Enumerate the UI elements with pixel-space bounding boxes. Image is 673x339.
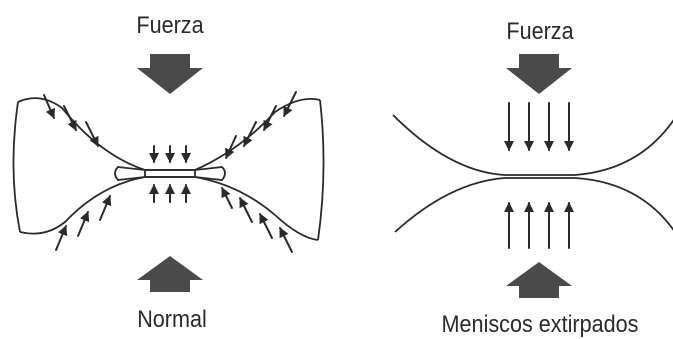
left-bottom-force-arrow [137, 256, 203, 292]
left-ll-arrow-1 [55, 225, 68, 251]
left-ll-arrow-3 [99, 195, 112, 221]
left-ur-arrow-4 [225, 135, 237, 159]
left-lr-arrow-3 [239, 197, 253, 223]
left-caption-normal: Normal [137, 306, 207, 333]
left-meniscus-left [114, 166, 146, 181]
left-ur-arrow-2 [263, 105, 277, 131]
left-ll-arrow-2 [77, 211, 90, 237]
right-upper-bone-contour [392, 114, 673, 176]
left-meniscus-right [194, 166, 226, 181]
left-lr-arrow-1 [279, 227, 293, 253]
left-ur-arrow-1 [283, 91, 297, 117]
left-top-force-arrow [137, 54, 203, 94]
left-lr-arrow-2 [259, 213, 273, 239]
left-outline-left [12, 101, 21, 233]
right-caption-meniscectomy: Meniscos extirpados [441, 311, 639, 338]
left-force-label: Fuerza [136, 12, 204, 39]
right-bottom-force-arrow [506, 262, 572, 298]
right-force-label: Fuerza [506, 18, 574, 45]
left-lr-arrow-4 [221, 187, 233, 209]
left-ul-arrow-2 [63, 105, 77, 131]
left-panel-normal [12, 54, 325, 292]
left-ul-arrow-3 [85, 121, 99, 147]
left-ul-arrow-1 [43, 94, 55, 119]
left-outline-right [317, 99, 325, 241]
left-ur-arrow-3 [243, 121, 257, 147]
right-top-force-arrow [506, 54, 572, 94]
right-lower-bone-contour [394, 177, 673, 233]
right-panel-meniscectomy [392, 54, 673, 298]
